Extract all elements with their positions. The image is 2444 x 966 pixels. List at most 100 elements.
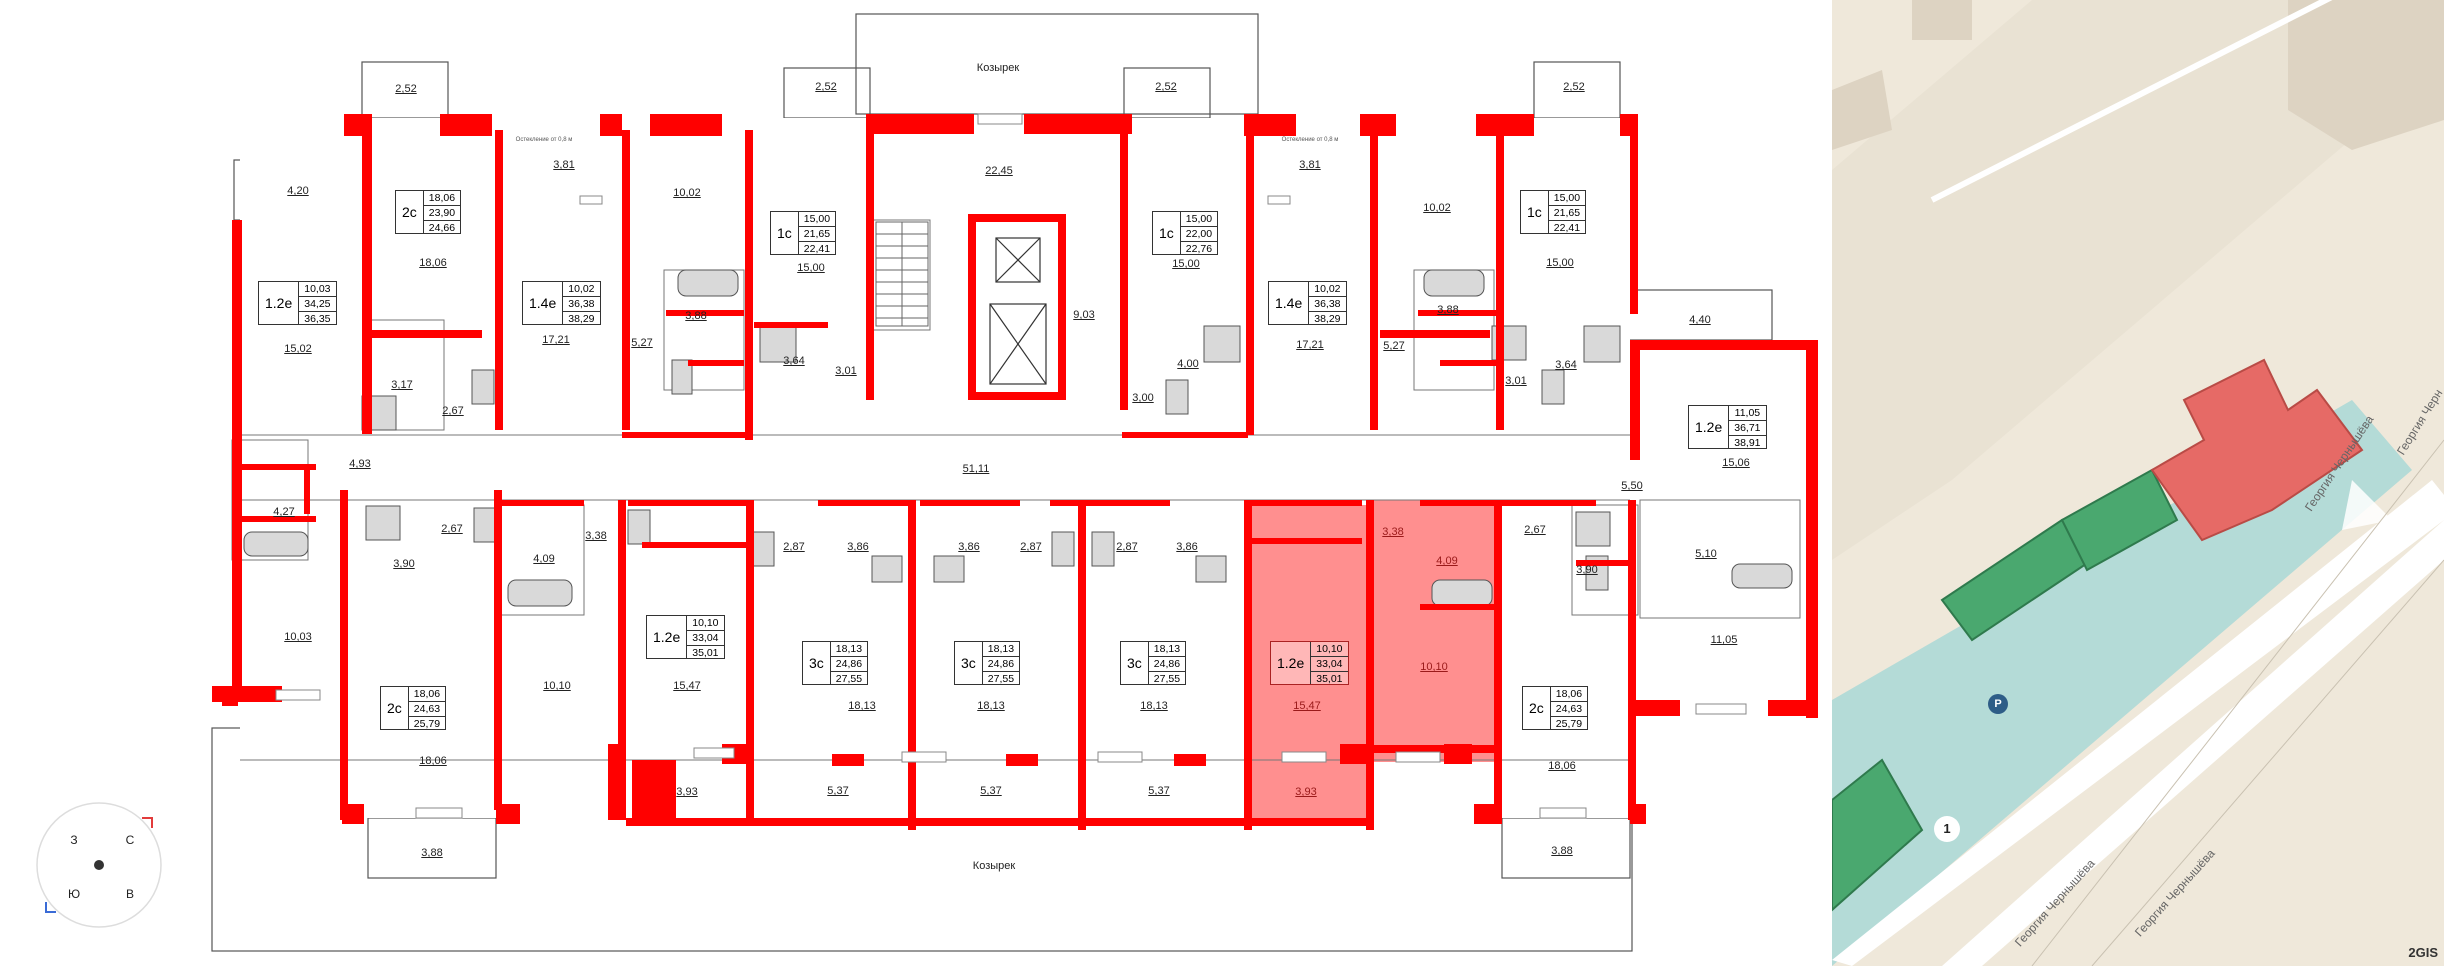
room-area: 15,00 (797, 262, 825, 274)
room-area: 3,01 (835, 365, 857, 377)
compass[interactable]: С З В Ю (34, 800, 164, 930)
room-area: 3,01 (1505, 375, 1527, 387)
parking-icon[interactable]: P (1988, 694, 2008, 714)
elevators (968, 214, 1066, 400)
living-area: 10,10 (687, 616, 724, 631)
room-area: 15,00 (1546, 257, 1574, 269)
map-logo: 2GIS (2408, 945, 2438, 960)
total-area-with-balcony: 24,66 (428, 222, 456, 234)
apartment-type: 2с (402, 204, 417, 220)
total-area-with-balcony: 22,41 (1553, 222, 1581, 234)
room-area: 3,81 (553, 159, 575, 171)
compass-south: Ю (67, 887, 81, 901)
room-area: 18,13 (848, 700, 876, 712)
building-number-marker[interactable]: 1 (1934, 816, 1960, 842)
living-area: 15,00 (1180, 212, 1218, 227)
room-area-selected: 3,38 (1382, 526, 1404, 538)
room-area: 51,11 (962, 463, 990, 475)
apartment-type: 3с (961, 655, 976, 671)
total-area-with-balcony: 35,01 (1316, 673, 1343, 685)
apartment-type: 1.2е (1695, 419, 1723, 435)
apartment-type: 1с (1527, 204, 1542, 220)
room-area: 4,00 (1177, 358, 1199, 370)
room-area: 4,27 (273, 506, 295, 518)
room-area: 3,64 (1555, 359, 1577, 371)
total-area-with-balcony: 25,79 (1555, 718, 1583, 730)
total-area-with-balcony: 27,55 (835, 673, 863, 685)
walls (212, 114, 1818, 830)
apartment-type: 1с (777, 225, 792, 241)
balcony-area: 3,88 (421, 847, 443, 859)
living-area: 15,00 (798, 212, 836, 227)
total-area: 24,63 (1550, 702, 1588, 717)
room-area: 18,13 (977, 700, 1005, 712)
apartment-type: 2с (1529, 700, 1544, 716)
glazing-note-right: Остекление от 0,8 м (1281, 137, 1339, 143)
room-area: 4,09 (533, 553, 555, 565)
room-area: 3,86 (1176, 541, 1198, 553)
room-area: 3,90 (393, 558, 415, 570)
room-area: 3,93 (676, 786, 698, 798)
room-area-selected: 10,10 (1420, 661, 1448, 673)
room-area: 5,27 (631, 337, 653, 349)
compass-north: С (125, 833, 135, 847)
room-area: 15,00 (1172, 258, 1200, 270)
total-area: 36,38 (563, 297, 600, 312)
room-area: 10,03 (284, 631, 312, 643)
staircase (875, 221, 929, 327)
room-area: 11,05 (1710, 634, 1738, 646)
room-area: 22,45 (985, 165, 1013, 177)
room-area: 15,06 (1722, 457, 1750, 469)
total-area: 33,04 (687, 631, 724, 646)
room-area: 3,90 (1576, 564, 1598, 576)
room-area: 5,37 (980, 785, 1002, 797)
living-area: 10,10 (1311, 642, 1348, 657)
total-area: 24,86 (982, 657, 1020, 672)
total-area-with-balcony: 27,55 (1153, 673, 1181, 685)
room-area-selected: 15,47 (1293, 700, 1321, 712)
living-area: 10,02 (563, 282, 600, 297)
total-area: 24,86 (1148, 657, 1186, 672)
total-area: 21,65 (1548, 206, 1586, 221)
total-area: 23,90 (423, 206, 461, 221)
room-area-selected: 4,09 (1436, 555, 1458, 567)
room-area: 4,93 (349, 458, 371, 470)
total-area-with-balcony: 25,79 (413, 718, 441, 730)
room-area: 10,02 (1423, 202, 1451, 214)
total-area: 33,04 (1311, 657, 1348, 672)
room-area: 2,67 (442, 405, 464, 417)
room-area: 5,27 (1383, 340, 1405, 352)
total-area: 22,00 (1180, 227, 1218, 242)
canopy-top-label: Козырек (976, 62, 1020, 74)
fixtures (243, 269, 1793, 607)
room-area: 3,64 (783, 355, 805, 367)
total-area: 21,65 (798, 227, 836, 242)
total-area: 24,86 (830, 657, 868, 672)
balcony-area: 2,52 (1155, 81, 1177, 93)
room-area: 10,02 (673, 187, 701, 199)
living-area: 11,05 (1729, 406, 1766, 421)
apartment-type: 1.4е (1275, 295, 1303, 311)
location-map[interactable]: Георгия Чернышёва Георгия Чернышёва Геор… (1832, 0, 2444, 966)
balcony-area: 4,20 (287, 185, 309, 197)
canopy-bottom-label: Козырек (972, 860, 1016, 872)
selected-apartment-bath (1370, 500, 1494, 762)
room-area: 9,03 (1073, 309, 1095, 321)
canopy-top-outline (855, 13, 1259, 115)
compass-west: З (70, 833, 78, 847)
